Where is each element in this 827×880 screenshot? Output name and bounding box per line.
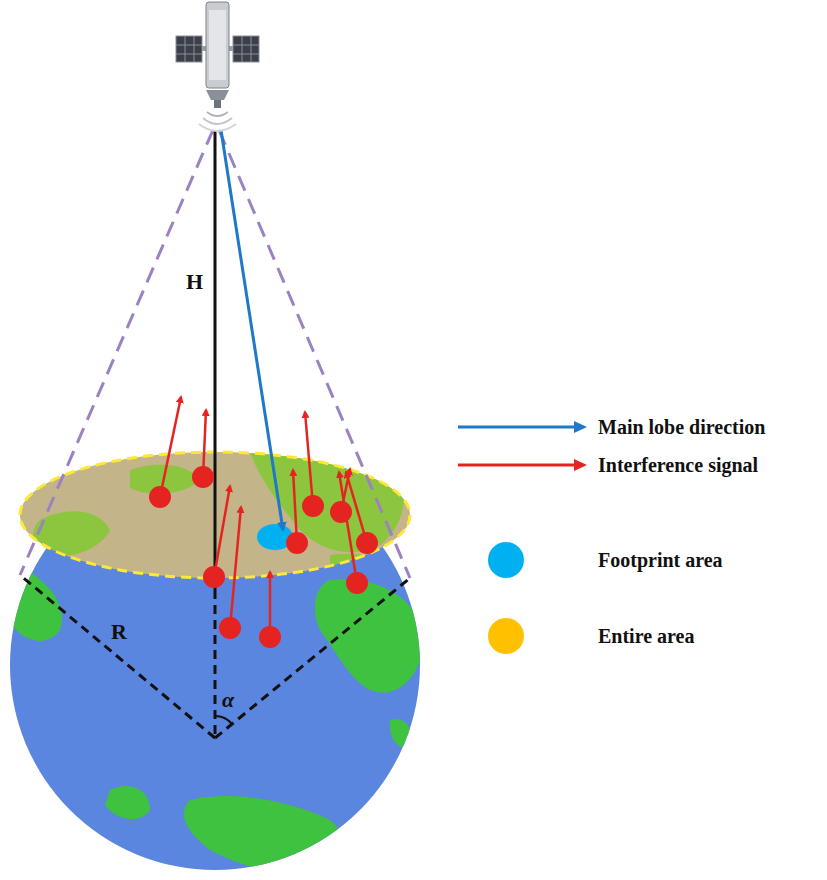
legend-text: Entire area (598, 624, 694, 648)
radius-line (215, 578, 410, 738)
satellite (176, 2, 259, 131)
legend-swatch (488, 618, 524, 654)
dimension-label: H (186, 270, 203, 294)
legend-line-sample (456, 458, 588, 472)
dimension-label: α (222, 688, 234, 712)
radius-line (20, 575, 215, 738)
interference-signals (149, 397, 378, 648)
continents (8, 560, 425, 871)
legend-text: Footprint area (598, 548, 723, 572)
beam-edge (219, 130, 410, 578)
beam-edge (20, 130, 213, 575)
legend-swatch (488, 542, 524, 578)
altitude-line (214, 130, 217, 590)
legend-line-sample (456, 420, 588, 434)
legend-text: Interference signal (598, 453, 758, 477)
legend-text: Main lobe direction (598, 415, 765, 439)
dimension-label: R (111, 620, 127, 644)
angle-arc (215, 716, 232, 724)
main-lobe (221, 130, 283, 530)
cap-land (33, 452, 405, 590)
